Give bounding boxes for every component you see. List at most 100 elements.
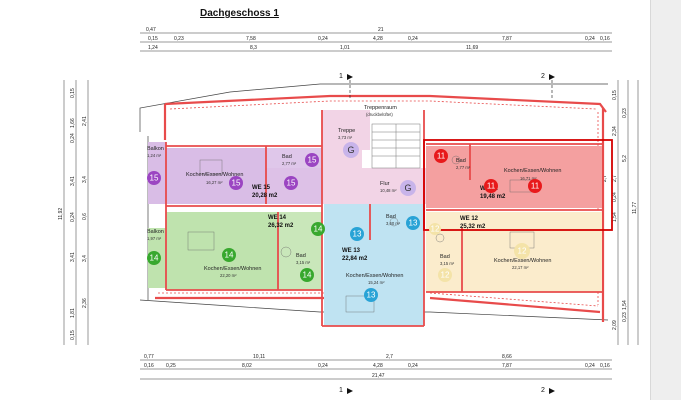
dim-top-r2-2: 7,58 bbox=[246, 36, 256, 42]
svg-text:11: 11 bbox=[437, 152, 446, 161]
dim-right-5: 2,7 bbox=[612, 175, 618, 182]
dim-right-6: 0,24 bbox=[612, 192, 618, 202]
badges: 11 11 11 12 12 12 13 13 13 14 14 14 14 1… bbox=[147, 142, 542, 302]
svg-text:G: G bbox=[347, 145, 354, 155]
svg-text:15: 15 bbox=[308, 156, 317, 165]
dim-bot-r1-0: 0,77 bbox=[144, 354, 154, 360]
room-we14-bad-area: 3,15 m² bbox=[296, 260, 311, 265]
dim-bot-r2-2: 8,02 bbox=[242, 363, 252, 369]
room-we14-kochen: Kochen/Essen/Wohnen bbox=[204, 266, 261, 272]
badge-we15-1: 15 bbox=[147, 171, 161, 185]
unit-we14-name: WE 14 bbox=[268, 215, 287, 221]
dim-left-4: 3,41 bbox=[70, 176, 76, 186]
section-2-bottom: 2 bbox=[541, 387, 545, 394]
svg-text:11: 11 bbox=[487, 182, 496, 191]
badge-we14-2: 14 bbox=[222, 248, 236, 262]
unit-we15-name: WE 15 bbox=[252, 185, 271, 191]
unit-we12-name: WE 12 bbox=[460, 216, 479, 222]
room-we12-bad: Bad bbox=[440, 254, 450, 260]
svg-text:11: 11 bbox=[531, 182, 540, 191]
outer-walls bbox=[155, 94, 607, 322]
right-dimensions bbox=[617, 80, 639, 345]
dim-top-r2-4: 4,28 bbox=[373, 36, 383, 42]
unit-we12-area: 25,32 m2 bbox=[460, 224, 486, 230]
svg-text:13: 13 bbox=[353, 230, 362, 239]
dim-left-12: 0,15 bbox=[70, 330, 76, 340]
dim-left-8: 3,41 bbox=[70, 252, 76, 262]
dim-top-r1-left: 0,47 bbox=[146, 27, 156, 33]
badge-we11-2: 11 bbox=[484, 179, 498, 193]
section-2-top-arrow-icon bbox=[549, 74, 555, 80]
left-dimensions bbox=[63, 80, 89, 345]
floor-plan-drawing: Dachgeschoss 1 0,47 21 0,15 0,23 7,58 0,… bbox=[58, 8, 639, 394]
dim-bot-r2-7: 0,24 bbox=[585, 363, 595, 369]
dim-top-r2-8: 0,16 bbox=[600, 36, 610, 42]
svg-text:15: 15 bbox=[150, 174, 159, 183]
dim-bot-r2-8: 0,16 bbox=[600, 363, 610, 369]
dim-left-2: 2,41 bbox=[82, 116, 88, 126]
dim-right-3: 5,2 bbox=[622, 155, 628, 162]
dim-left-3: 0,24 bbox=[70, 133, 76, 143]
badge-we15-3: 15 bbox=[305, 153, 319, 167]
top-dimensions bbox=[140, 32, 612, 52]
unit-we15 bbox=[148, 142, 322, 204]
dim-top-r3-2: 1,01 bbox=[340, 45, 350, 51]
unit-we14 bbox=[148, 212, 322, 290]
dim-bot-r2-6: 7,87 bbox=[502, 363, 512, 369]
room-we13-bad-area: 3,60 m² bbox=[386, 221, 401, 226]
dim-top-r1-mid: 21 bbox=[378, 27, 384, 33]
dim-top-r3-3: 11,69 bbox=[466, 45, 478, 51]
room-we11-bad-area: 2,77 m² bbox=[456, 165, 471, 170]
dim-top-r2-1: 0,23 bbox=[174, 36, 184, 42]
unit-we15-area: 20,28 m2 bbox=[252, 193, 278, 199]
room-we15-balkon: Balkon bbox=[147, 146, 164, 152]
dim-left-10: 2,36 bbox=[82, 298, 88, 308]
room-we11-bad: Bad bbox=[456, 158, 466, 164]
dim-right-2: 2,34 bbox=[612, 126, 618, 136]
stair bbox=[371, 123, 421, 169]
dim-left-7: 0,6 bbox=[82, 213, 88, 220]
section-1-top-arrow-icon bbox=[347, 74, 353, 80]
section-2-bottom-arrow-icon bbox=[549, 388, 555, 394]
dim-right-10: 0,23 bbox=[622, 312, 628, 322]
svg-text:12: 12 bbox=[441, 271, 450, 280]
room-we15-bad: Bad bbox=[282, 154, 292, 160]
dim-top-r2-5: 0,24 bbox=[408, 36, 418, 42]
room-we14-bad: Bad bbox=[296, 253, 306, 259]
we11-highlight-frame bbox=[423, 139, 613, 231]
badge-we13-3: 13 bbox=[364, 288, 378, 302]
dim-bot-r1-2: 2,7 bbox=[386, 354, 393, 360]
room-treppenraum: Treppenraum bbox=[364, 105, 397, 111]
dim-right-0: 0,15 bbox=[612, 90, 618, 100]
badge-we14-3: 14 bbox=[311, 222, 325, 236]
unit-we13-name: WE 13 bbox=[342, 248, 361, 254]
unit-we12 bbox=[426, 212, 602, 292]
badge-we12-3: 12 bbox=[514, 243, 530, 259]
section-1-top: 1 bbox=[339, 73, 343, 80]
dim-left-11: 1,81 bbox=[70, 308, 76, 318]
room-treppenraum-sub: (druckbelüftet) bbox=[366, 112, 393, 117]
unit-we13-area: 22,84 m2 bbox=[342, 256, 368, 262]
dim-bot-r1-1: 10,11 bbox=[253, 354, 265, 360]
room-we15-bad-area: 2,77 m² bbox=[282, 161, 297, 166]
room-we13-bad: Bad bbox=[386, 214, 396, 220]
dim-left-0: 0,15 bbox=[70, 88, 76, 98]
room-flur-area: 10,48 m² bbox=[380, 188, 397, 193]
dim-left-5: 3,4 bbox=[82, 176, 88, 183]
room-we12-bad-area: 3,15 m² bbox=[440, 261, 455, 266]
dim-top-r3-1: 8,3 bbox=[250, 45, 257, 51]
svg-text:14: 14 bbox=[303, 271, 312, 280]
dim-top-r2-3: 0,24 bbox=[318, 36, 328, 42]
dim-left-6: 0,24 bbox=[70, 212, 76, 222]
room-we12-kochen-area: 22,17 m² bbox=[512, 265, 529, 270]
room-treppe: Treppe bbox=[338, 128, 355, 134]
bottom-dimensions bbox=[140, 359, 612, 380]
section-1-bottom-arrow-icon bbox=[347, 388, 353, 394]
room-we15-kochen-area: 16,27 m² bbox=[206, 180, 223, 185]
room-flur: Flur bbox=[380, 181, 390, 187]
room-we15-balkon-area: 1,24 m² bbox=[147, 153, 162, 158]
section-1-bottom: 1 bbox=[339, 387, 343, 394]
svg-text:14: 14 bbox=[225, 251, 234, 260]
dim-top-r3-0: 1,24 bbox=[148, 45, 158, 51]
badge-we14-4: 14 bbox=[300, 268, 314, 282]
